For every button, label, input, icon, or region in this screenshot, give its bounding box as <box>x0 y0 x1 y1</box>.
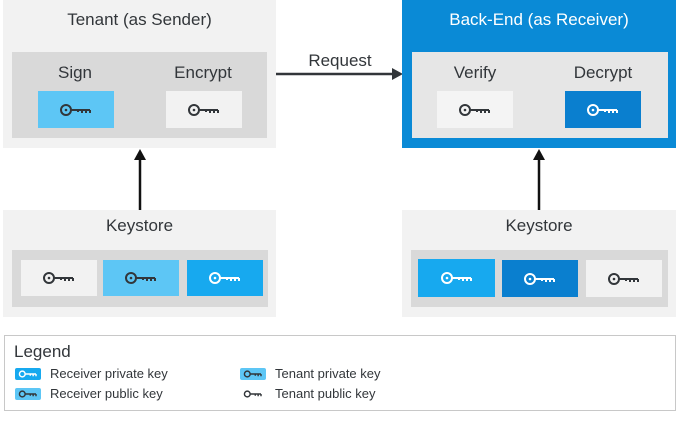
key-icon <box>459 103 490 116</box>
receiver-private-key-icon <box>15 368 41 380</box>
keystore-left: Keystore <box>3 210 276 317</box>
keystore-right-inner <box>411 250 668 307</box>
keystore-left-key-2 <box>103 260 179 296</box>
key-icon <box>524 272 555 285</box>
sender-panel: Tenant (as Sender) Sign Encrypt <box>3 0 276 148</box>
request-arrow <box>276 68 403 80</box>
key-icon <box>209 272 240 284</box>
legend: Legend Receiver private key Receiver pub… <box>4 335 676 411</box>
decrypt-key-tile <box>565 91 641 128</box>
legend-label: Tenant public key <box>275 386 376 401</box>
key-icon <box>188 103 219 116</box>
receiver-public-key-icon <box>15 388 41 400</box>
key-icon <box>43 272 74 284</box>
key-icon <box>125 272 156 284</box>
left-up-arrow <box>134 149 146 210</box>
receiver-inner: Verify Decrypt <box>412 52 668 138</box>
keystore-right-title: Keystore <box>505 216 573 235</box>
request-label: Request <box>308 51 372 70</box>
keystore-left-key-3 <box>187 260 263 296</box>
key-icon <box>60 103 91 116</box>
sender-inner: Sign Encrypt <box>12 52 267 138</box>
key-icon <box>440 272 472 284</box>
decrypt-label: Decrypt <box>573 63 633 82</box>
key-icon <box>608 272 639 285</box>
tenant-private-key-icon <box>240 368 266 380</box>
receiver-title: Back-End (as Receiver) <box>449 10 629 29</box>
key-icon <box>587 103 618 116</box>
sign-label: Sign <box>57 63 93 82</box>
legend-item-tenant-public: Tenant public key <box>240 386 375 402</box>
encrypt-label: Encrypt <box>174 63 232 82</box>
legend-label: Receiver public key <box>50 386 163 401</box>
keystore-left-key-1 <box>21 260 97 296</box>
receiver-panel: Back-End (as Receiver) Verify Decrypt <box>402 0 676 148</box>
legend-item-receiver-private: Receiver private key <box>15 366 168 382</box>
keystore-right: Keystore <box>402 210 676 317</box>
keystore-right-key-3 <box>586 260 662 297</box>
keystore-left-inner <box>12 250 268 307</box>
verify-key-tile <box>437 91 513 128</box>
keystore-left-title: Keystore <box>105 216 174 235</box>
encrypt-key-tile <box>166 91 242 128</box>
keystore-right-key-1 <box>418 259 495 297</box>
sender-title: Tenant (as Sender) <box>67 10 212 29</box>
sign-key-tile <box>38 91 114 128</box>
right-up-arrow <box>533 149 545 210</box>
legend-item-receiver-public: Receiver public key <box>15 386 163 402</box>
legend-item-tenant-private: Tenant private key <box>240 366 381 382</box>
tenant-public-key-icon <box>240 388 266 400</box>
verify-label: Verify <box>453 63 497 82</box>
legend-label: Tenant private key <box>275 366 381 381</box>
legend-label: Receiver private key <box>50 366 168 381</box>
legend-title: Legend <box>14 342 71 361</box>
keystore-right-key-2 <box>502 260 578 297</box>
